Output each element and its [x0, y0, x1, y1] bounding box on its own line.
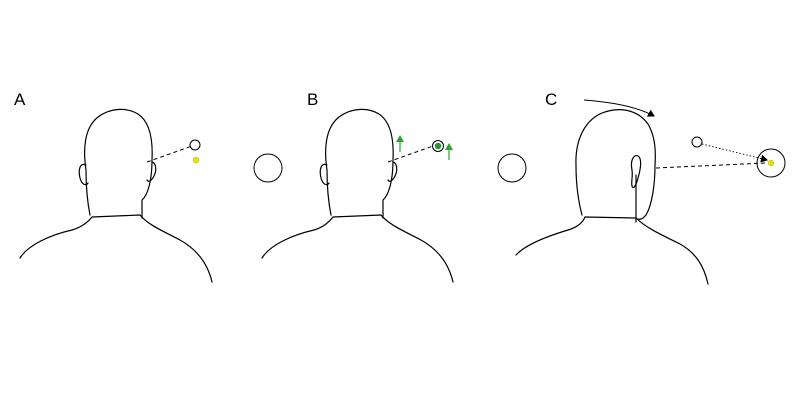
perceived-location-ring-c [756, 148, 786, 178]
perceived-location-dot-c [767, 159, 775, 167]
head-turned-side-view-c [515, 109, 709, 285]
head-and-shoulders-back-view-a [19, 108, 213, 283]
head-and-shoulders-back-view-b [261, 108, 454, 283]
perceived-location-dot-b [434, 142, 442, 150]
sound-source-circle-a [189, 139, 201, 151]
separator-circle-2 [497, 153, 527, 183]
sound-path-dashed-b [387, 145, 434, 163]
sound-path-dashed-a [146, 145, 193, 163]
sound-path-dashed-c [655, 162, 767, 169]
panel-label-a: A [14, 90, 26, 109]
original-source-circle-c [691, 136, 703, 148]
panel-b: B [261, 90, 454, 283]
panel-a: A [14, 90, 213, 283]
panel-label-c: C [545, 90, 557, 109]
panel-label-b: B [307, 90, 318, 109]
source-shift-dotted-arrow [701, 143, 768, 163]
head-rotation-arrow [583, 99, 655, 117]
perceived-location-dot-a [192, 156, 200, 164]
panel-c: C [515, 90, 786, 285]
separator-circle-1 [253, 153, 283, 183]
